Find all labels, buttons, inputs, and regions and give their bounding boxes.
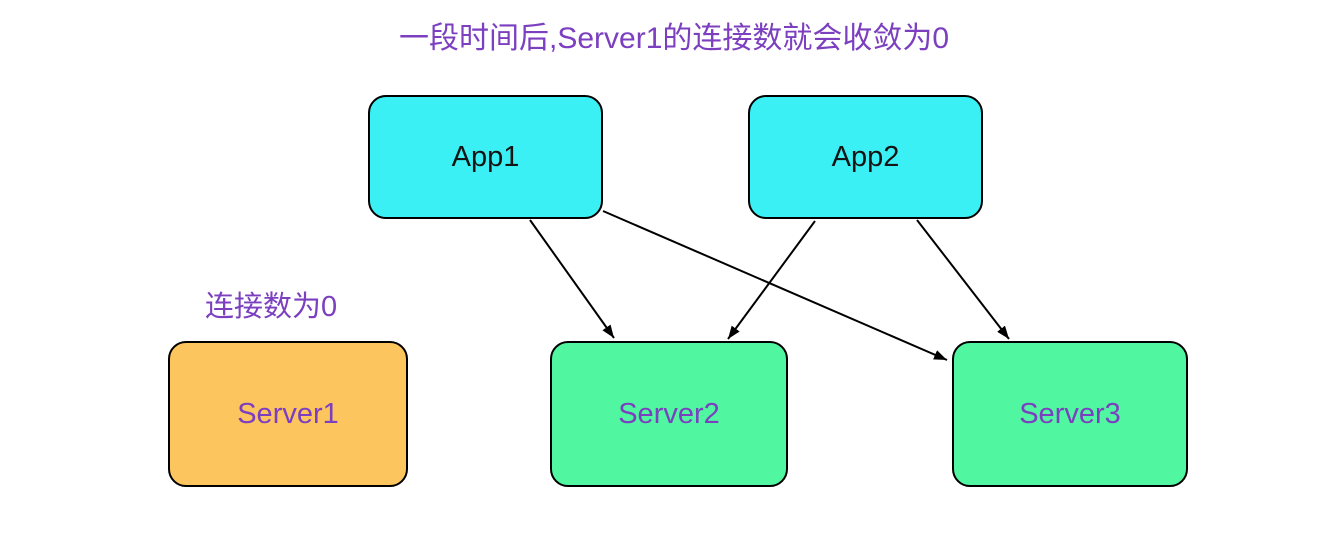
node-server1-label: Server1 — [237, 397, 339, 430]
edge-app2-to-server2 — [727, 220, 816, 340]
edge-app1-to-server3 — [602, 210, 948, 361]
node-app1: App1 — [368, 95, 603, 219]
edge-app1-to-server2 — [529, 219, 615, 339]
diagram-title: 一段时间后,Server1的连接数就会收敛为0 — [399, 22, 950, 55]
node-server3-label: Server3 — [1019, 397, 1121, 430]
node-server2: Server2 — [550, 341, 788, 487]
node-server3: Server3 — [952, 341, 1188, 487]
node-server2-label: Server2 — [618, 397, 720, 430]
node-app1-label: App1 — [451, 140, 520, 173]
node-server1: Server1 — [168, 341, 408, 487]
edge-app2-to-server3 — [916, 219, 1010, 340]
node-app2: App2 — [748, 95, 983, 219]
server1-connection-count-annotation: 连接数为0 — [205, 291, 338, 323]
node-app2-label: App2 — [831, 140, 900, 173]
